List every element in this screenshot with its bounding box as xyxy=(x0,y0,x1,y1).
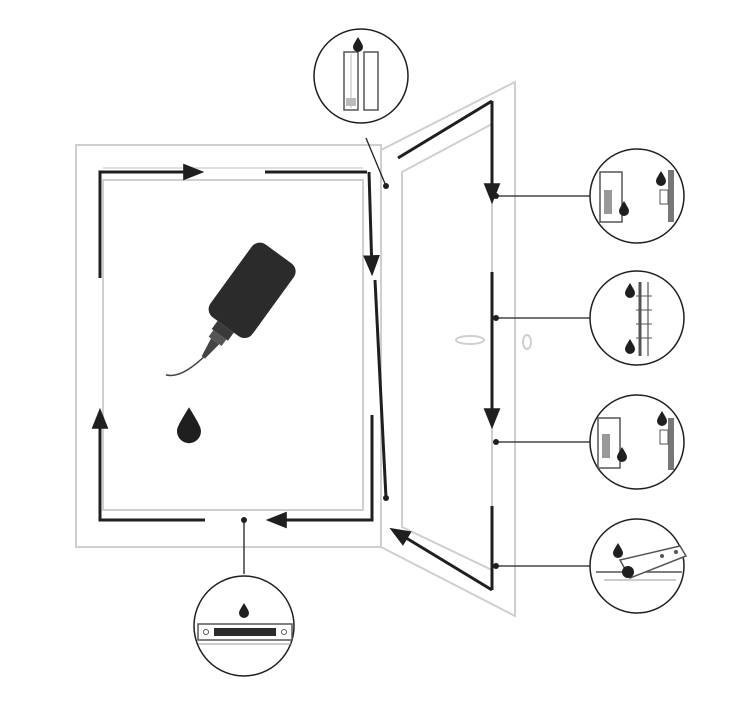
detail-bottom-hinge xyxy=(589,518,688,614)
detail-bottom-bearing xyxy=(193,575,295,677)
frame-perimeter-arrows xyxy=(91,163,380,529)
detail-top-hinge xyxy=(313,28,409,124)
leader-lines xyxy=(243,137,590,574)
window-frame xyxy=(75,144,382,548)
oil-drop-icon xyxy=(177,407,201,444)
detail-upper-lock xyxy=(589,148,685,244)
sash-perimeter-arrows xyxy=(373,99,501,592)
leader-dots xyxy=(241,183,499,569)
detail-lower-lock xyxy=(589,394,685,490)
detail-middle-lock xyxy=(589,270,685,366)
oil-bottle-icon xyxy=(165,242,296,377)
